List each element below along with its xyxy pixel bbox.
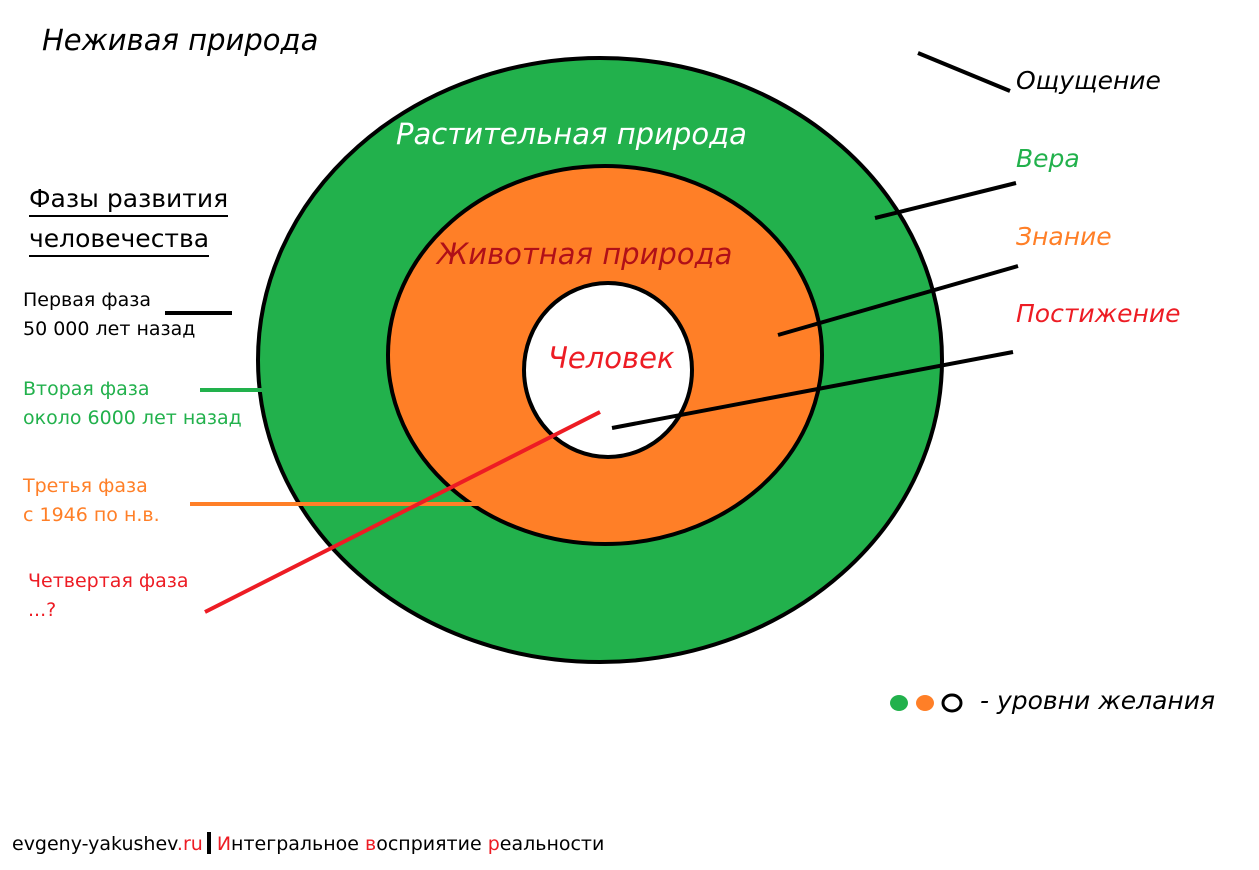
footer-separator [206,832,211,854]
vegetative-nature-label: Растительная природа [396,117,747,151]
sensation-label: Ощущение [1016,66,1161,95]
orange-dot-icon [916,695,934,711]
human-label: Человек [548,341,675,375]
green-dot-icon [890,695,908,711]
phases-title-line1: Фазы развития [29,184,229,217]
knowledge-label: Знание [1016,222,1112,251]
phase4-text: Четвертая фаза ...? [28,570,189,621]
legend-label: - уровни желания [980,686,1216,715]
footer: evgeny-yakushev.ru Интегральное восприяти… [12,832,604,855]
phase2-text: Вторая фаза около 6000 лет назад [23,378,242,429]
faith-label: Вера [1016,144,1080,173]
footer-tagline: Интегральное восприятие реальности [216,833,605,855]
phase4-line [204,410,601,614]
human-level-circle [522,281,694,459]
white-ring-icon [941,693,963,713]
knowledge-pointer-line [777,264,1019,337]
footer-site-tld[interactable]: .ru [176,833,203,855]
faith-pointer-line [874,181,1017,220]
phase1-text: Первая фаза 50 000 лет назад [23,289,196,340]
inanimate-nature-label: Неживая природа [42,23,319,57]
animate-nature-label: Животная природа [437,237,733,271]
phase3-text: Третья фаза с 1946 по н.в. [23,475,160,526]
phases-title-line2: человечества [29,224,210,257]
footer-site-name[interactable]: evgeny-yakushev [12,833,177,855]
sensation-pointer-line [917,51,1011,93]
attainment-label: Постижение [1016,299,1181,328]
attainment-pointer-line [611,350,1014,430]
